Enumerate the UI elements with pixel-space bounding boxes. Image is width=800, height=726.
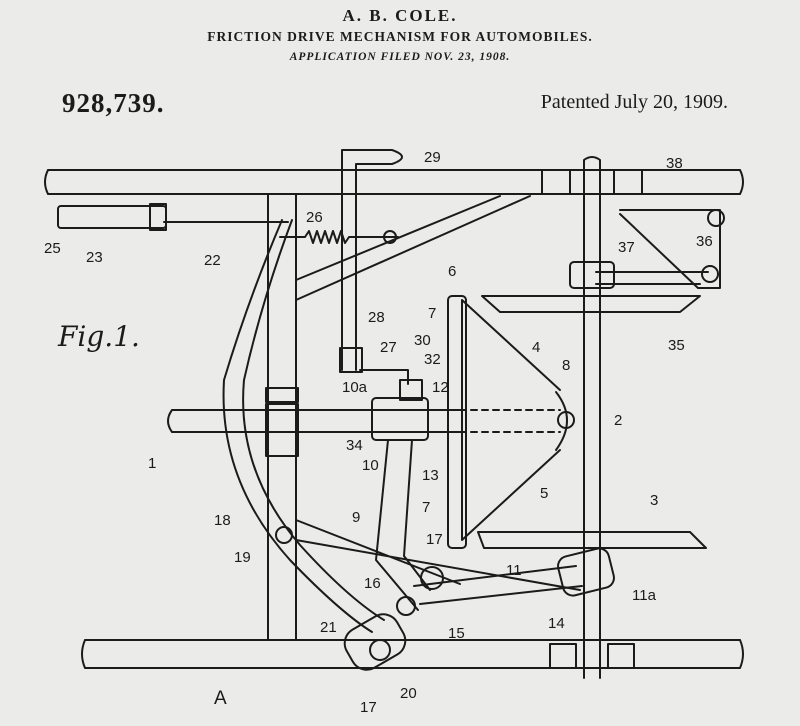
rod-link xyxy=(359,369,409,385)
bracket xyxy=(541,169,571,195)
ref-label: 7 xyxy=(428,305,436,322)
ref-label: 2 xyxy=(614,412,622,429)
ref-label: 38 xyxy=(666,155,683,172)
pivot xyxy=(420,566,444,590)
hub-nut xyxy=(557,411,575,429)
ref-label: 22 xyxy=(204,252,221,269)
bracket xyxy=(265,387,299,403)
ref-label: 4 xyxy=(532,339,540,356)
shaft-dashed xyxy=(459,409,561,433)
ref-label: A xyxy=(214,688,227,709)
ref-label: 18 xyxy=(214,512,231,529)
ref-label: 37 xyxy=(618,239,635,256)
friction-cone xyxy=(461,299,561,541)
ref-label: 17 xyxy=(426,531,443,548)
upper-disk xyxy=(481,295,701,313)
pivot xyxy=(707,209,725,227)
vertical-shaft xyxy=(583,156,601,679)
ref-label: 10 xyxy=(362,457,379,474)
ref-label: 23 xyxy=(86,249,103,266)
bearing-block xyxy=(557,547,615,597)
ref-label: 8 xyxy=(562,357,570,374)
cone-hub xyxy=(555,391,568,451)
ref-label: 10a xyxy=(342,379,368,396)
ref-label: 34 xyxy=(346,437,363,454)
ref-label: 25 xyxy=(44,240,61,257)
tensioner-nut xyxy=(149,203,167,231)
inventor-name: A. B. COLE. xyxy=(342,6,458,25)
bracket xyxy=(613,169,643,195)
diagonal-brace xyxy=(295,195,531,301)
cone-flange xyxy=(447,295,467,549)
ref-label: 11a xyxy=(632,587,657,604)
ref-label: 3 xyxy=(650,492,658,509)
invention-title: FRICTION DRIVE MECHANISM FOR AUTOMOBILES… xyxy=(207,29,593,44)
ref-label: 35 xyxy=(668,337,685,354)
ref-label: 27 xyxy=(380,339,397,356)
link-rod xyxy=(295,519,581,591)
reference-labels: 29 38 25 23 22 26 36 37 6 7 28 4 35 27 3… xyxy=(44,149,713,716)
control-rod xyxy=(341,149,403,371)
ref-label: 28 xyxy=(368,309,385,326)
ref-label: 20 xyxy=(400,685,417,702)
ref-label: 5 xyxy=(540,485,548,502)
ref-label: 14 xyxy=(548,615,565,632)
curved-lever xyxy=(222,219,385,633)
ref-label: 9 xyxy=(352,509,360,526)
figure-label: Fig.1. xyxy=(57,320,140,353)
pivot xyxy=(396,596,416,616)
ref-label: 17 xyxy=(360,699,377,716)
ref-label: 30 xyxy=(414,332,431,349)
ref-label: 7 xyxy=(422,499,430,516)
lower-disk xyxy=(477,531,707,549)
shift-bracket xyxy=(619,209,721,289)
ref-label: 6 xyxy=(448,263,456,280)
drive-shaft xyxy=(167,409,461,433)
bracket xyxy=(549,643,577,669)
patent-number: 928,739. xyxy=(62,88,165,118)
rod-foot xyxy=(339,347,363,373)
ref-label: 15 xyxy=(448,625,465,642)
cross-member-left xyxy=(267,193,297,641)
ref-label: 13 xyxy=(422,467,439,484)
bracket xyxy=(607,643,635,669)
collar-37 xyxy=(569,261,615,289)
spring xyxy=(279,230,399,244)
top-frame-rail xyxy=(44,169,744,195)
ref-label: 12 xyxy=(432,379,449,396)
ref-label: 19 xyxy=(234,549,251,566)
ref-label: 29 xyxy=(424,149,441,166)
application-filed: APPLICATION FILED NOV. 23, 1908. xyxy=(289,51,511,63)
ref-label: 11 xyxy=(506,562,522,579)
pivot-bottom xyxy=(369,639,391,661)
collar-block xyxy=(399,379,423,401)
ref-label: 1 xyxy=(148,455,156,472)
bracket xyxy=(265,403,299,457)
ref-label: 36 xyxy=(696,233,713,250)
ref-label: 21 xyxy=(320,619,337,636)
ref-label: 26 xyxy=(306,209,323,226)
patented-date: Patented July 20, 1909. xyxy=(540,91,728,113)
clutch-collar xyxy=(371,397,429,441)
ref-label: 32 xyxy=(424,351,441,368)
lower-link xyxy=(343,613,407,671)
ref-label: 16 xyxy=(364,575,381,592)
spring-eye xyxy=(383,230,397,244)
pivot xyxy=(701,265,719,283)
bottom-frame-rail xyxy=(81,639,744,669)
pivot-19 xyxy=(275,526,293,544)
